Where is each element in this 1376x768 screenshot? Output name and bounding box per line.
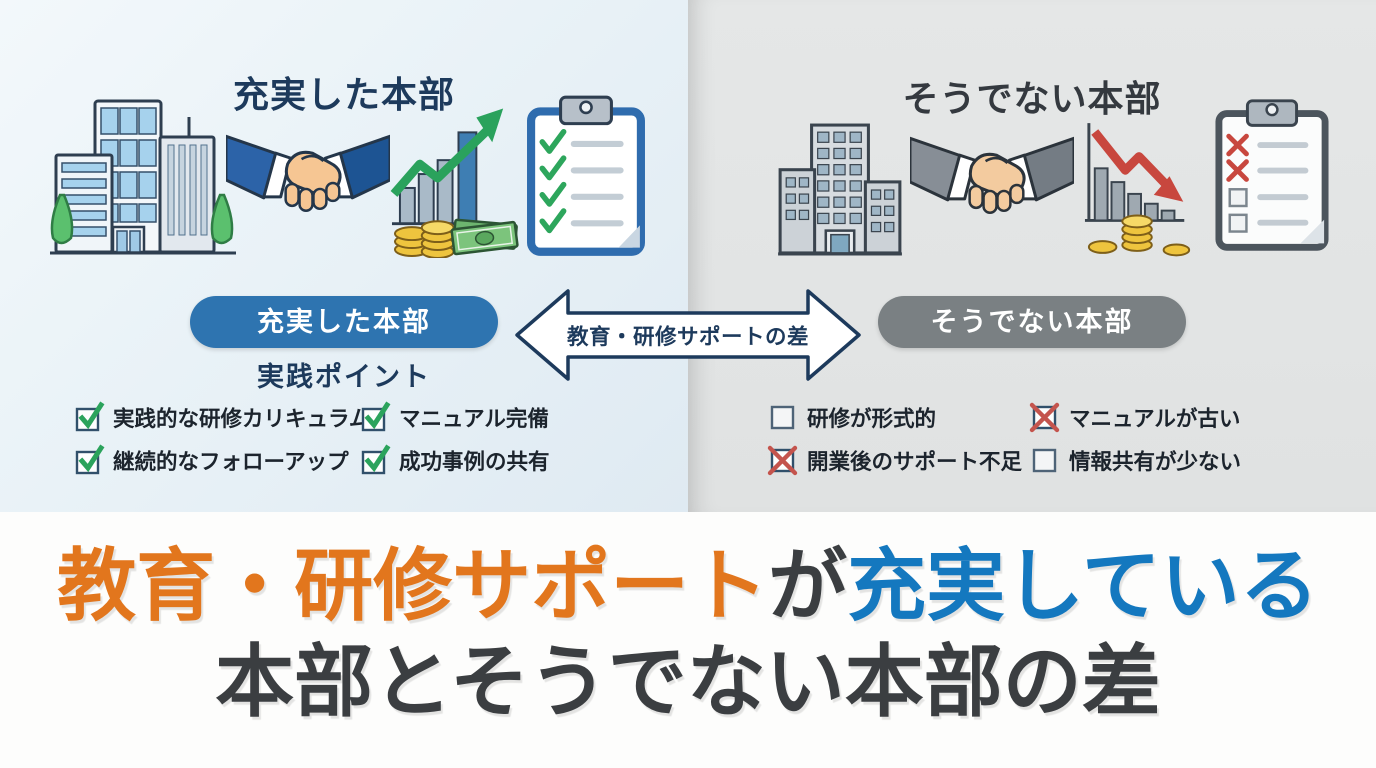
down-arrow-head [1153,176,1184,202]
checked-checkbox-icon [75,401,105,432]
bad-hq-title: そうでない本部 [902,77,1162,119]
list-lines [570,140,624,227]
empty-checkbox-icon [1032,448,1057,473]
up-arrow-icon [390,125,493,197]
decline-chart-icon [1084,123,1191,257]
crossed-checkbox-icon [1029,402,1060,433]
x-marks [1226,133,1249,182]
good-hq-title: 充実した本部 [232,73,455,115]
checklist-item: 継続的なフォローアップ [74,444,360,475]
difference-arrow-label: 教育・研修サポートの差 [566,324,809,349]
coins-icon [393,220,455,258]
checklist-item: 実践的な研修カリキュラム [74,401,370,432]
checked-checkbox-icon [75,444,105,475]
headline-orange-text: 教育・研修サポート [57,541,769,630]
bad-hq-panel: そうでない本部 [688,0,1376,512]
crossed-clipboard-icon [1215,99,1329,251]
up-arrow-head [476,108,504,143]
page-fold [1300,219,1325,244]
handshake-gray-icon [910,136,1074,215]
money-bills-icon [450,218,519,256]
comparison-section: 充実した本部 [0,0,1376,512]
headline-section: 教育・研修サポートが充実している 本部とそうでない本部の差 [0,512,1376,768]
checked-checkbox-icon [361,401,391,432]
checklist-item: 情報共有が少ない [1030,445,1241,475]
office-buildings-icon [50,99,236,255]
bad-hq-checklist: 研修が形式的 マニュアルが古い 開業後のサポート不足 [767,402,1241,476]
office-buildings-gray-icon [778,123,902,256]
headline-line1: 教育・研修サポートが充実している [0,512,1376,628]
good-hq-panel: 充実した本部 [0,0,688,512]
bad-hq-pill: そうでない本部 [878,296,1186,348]
empty-checkbox-icon [770,405,795,430]
practice-points-heading: 実践ポイント [257,362,431,392]
checked-clipboard-icon [527,95,645,256]
difference-arrow: 教育・研修サポートの差 [514,286,862,384]
good-hq-pill: 充実した本部 [190,296,498,348]
checklist-item: 成功事例の共有 [360,444,550,475]
double-arrow-icon [515,289,861,381]
down-arrow-icon [1091,129,1169,188]
tree-icon [210,193,234,245]
crossed-checkbox-icon [767,445,798,476]
handshake-icon [226,134,390,213]
good-hq-checklist: 実践的な研修カリキュラム マニュアル完備 継続的なフォローアップ [74,401,550,475]
checklist-item: マニュアル完備 [360,401,550,432]
check-marks [539,128,567,234]
headline-line2: 本部とそうでない本部の差 [215,636,1161,726]
checklist-item: マニュアルが古い [1029,402,1241,433]
empty-boxes [1228,188,1248,233]
coins-icon [1087,214,1191,257]
growth-chart-icon [390,108,519,258]
checked-checkbox-icon [361,444,391,475]
checklist-item: 開業後のサポート不足 [767,445,1030,476]
headline-blue-text: 充実している [847,541,1319,630]
headline-dark-text: が [768,541,848,630]
list-lines [1257,142,1309,226]
tree-icon [50,193,74,245]
checklist-item: 研修が形式的 [768,402,1030,432]
